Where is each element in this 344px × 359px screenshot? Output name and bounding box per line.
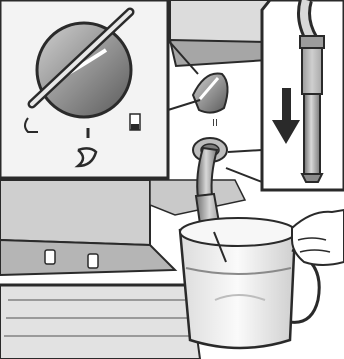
svg-text:II: II xyxy=(212,118,218,129)
